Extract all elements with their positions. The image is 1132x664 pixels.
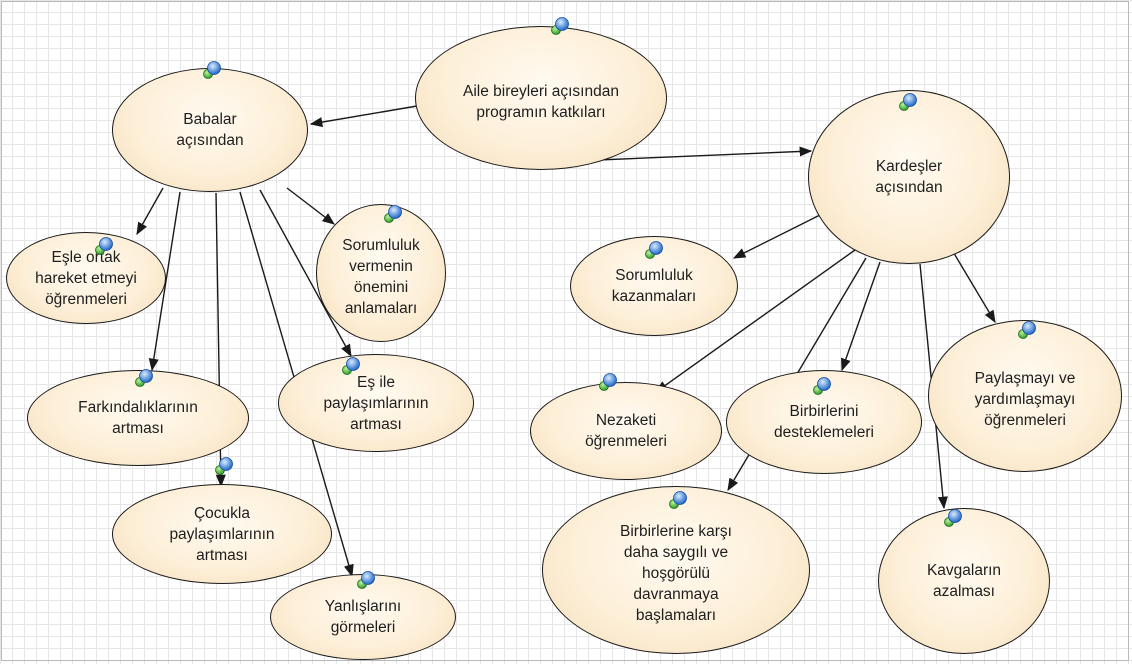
node-birbirlerine-saygili[interactable]: Birbirlerine karşı daha saygılı ve hoşgö… bbox=[542, 486, 810, 654]
use-case-icon bbox=[94, 236, 114, 256]
edge-kardesler-nezaket bbox=[654, 249, 856, 393]
node-sorumluluk-vermenin[interactable]: Sorumluluk vermenin önemini anlamaları bbox=[316, 204, 446, 342]
use-case-icon bbox=[383, 204, 403, 224]
node-label: Aile bireyleri açısından programın katkı… bbox=[463, 83, 619, 121]
edge-babalar-es-ile bbox=[259, 189, 352, 358]
node-label: Babalar açısından bbox=[176, 111, 244, 149]
use-case-icon bbox=[202, 60, 222, 80]
edge-kardesler-sorumluluk bbox=[732, 211, 827, 259]
node-kardesler[interactable]: Kardeşler açısından bbox=[808, 90, 1010, 264]
edge-root-babalar bbox=[309, 105, 418, 128]
node-label: Farkındalıklarının artması bbox=[78, 399, 198, 437]
node-label: Nezaketi öğrenmeleri bbox=[585, 412, 667, 450]
node-nezaketi-ogrenmeleri[interactable]: Nezaketi öğrenmeleri bbox=[530, 382, 722, 480]
use-case-icon bbox=[898, 92, 918, 112]
node-label: Birbirlerine karşı daha saygılı ve hoşgö… bbox=[620, 522, 732, 624]
node-label: Paylaşmayı ve yardımlaşmayı öğrenmeleri bbox=[974, 369, 1076, 429]
node-label: Birbirlerini desteklemeleri bbox=[774, 403, 874, 441]
node-es-ile-paylasimlarinin[interactable]: Eş ile paylaşımlarının artması bbox=[278, 354, 474, 452]
node-label: Eş ile paylaşımlarının artması bbox=[323, 373, 429, 433]
node-esle-ortak-hareket[interactable]: Eşle ortak hareket etmeyi öğrenmeleri bbox=[6, 232, 166, 324]
edge-babalar-farkindalik bbox=[148, 191, 181, 372]
node-label: Kavgaların azalması bbox=[926, 562, 1002, 600]
use-case-icon bbox=[598, 372, 618, 392]
use-case-icon bbox=[550, 16, 570, 36]
node-babalar[interactable]: Babalar açısından bbox=[112, 68, 308, 192]
use-case-icon bbox=[214, 456, 234, 476]
use-case-icon bbox=[356, 570, 376, 590]
use-case-icon bbox=[812, 376, 832, 396]
node-aile-bireyleri[interactable]: Aile bireyleri açısından programın katkı… bbox=[415, 26, 667, 170]
node-label: Yanlışlarını görmeleri bbox=[324, 598, 402, 636]
node-kavgalarin-azalmasi[interactable]: Kavgaların azalması bbox=[878, 508, 1050, 654]
edge-kardesler-birbirlerini bbox=[841, 261, 881, 372]
edge-babalar-sorumluluk bbox=[286, 187, 336, 225]
node-sorumluluk-kazanmalari[interactable]: Sorumluluk kazanmaları bbox=[570, 236, 738, 336]
use-case-icon bbox=[668, 490, 688, 510]
node-label: Kardeşler açısından bbox=[875, 158, 943, 196]
use-case-icon bbox=[644, 240, 664, 260]
edge-kardesler-paylasmayi bbox=[951, 249, 996, 324]
edge-root-kardesler bbox=[597, 146, 813, 161]
node-label: Çocukla paylaşımlarının artması bbox=[169, 504, 275, 564]
use-case-icon bbox=[341, 356, 361, 376]
node-label: Sorumluluk kazanmaları bbox=[611, 267, 697, 305]
use-case-icon bbox=[943, 508, 963, 528]
edge-babalar-es-ortak bbox=[136, 187, 164, 236]
node-cocukla-paylasimlarinin[interactable]: Çocukla paylaşımlarının artması bbox=[112, 484, 332, 584]
node-label: Eşle ortak hareket etmeyi öğrenmeleri bbox=[35, 248, 137, 308]
use-case-icon bbox=[134, 368, 154, 388]
node-paylasmayi-yardimlasmayi[interactable]: Paylaşmayı ve yardımlaşmayı öğrenmeleri bbox=[928, 320, 1122, 472]
node-label: Sorumluluk vermenin önemini anlamaları bbox=[342, 237, 420, 317]
use-case-icon bbox=[1017, 320, 1037, 340]
